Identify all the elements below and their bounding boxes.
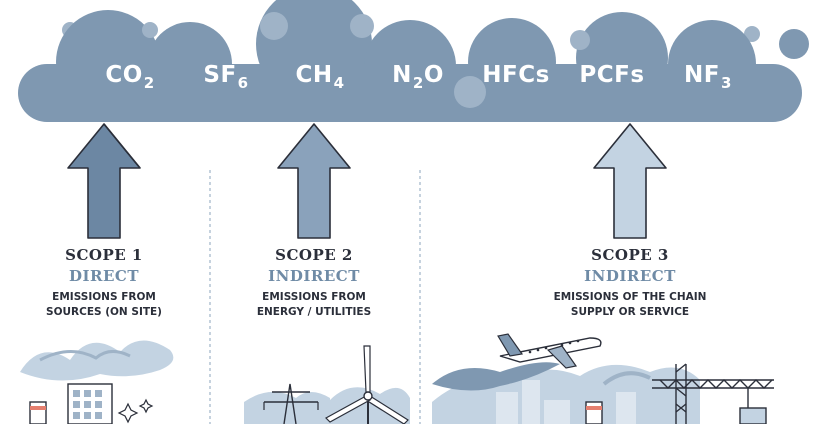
gas-label-co2: CO2: [105, 62, 154, 92]
scope-title: SCOPE 3: [591, 246, 669, 264]
gas-symbol: CH: [295, 62, 333, 88]
gas-symbol: PCFs: [579, 62, 645, 88]
scope-title: SCOPE 1: [65, 246, 143, 264]
gas-symbol: NF: [684, 62, 721, 88]
scope-description-line: SUPPLY OR SERVICE: [570, 306, 690, 318]
gas-label-sf6: SF6: [203, 62, 248, 92]
gas-subscript: 3: [721, 74, 732, 92]
gas-symbol: CO: [105, 62, 143, 88]
emissions-cloud: [18, 0, 809, 122]
gas-label-pcfs: PCFs: [579, 62, 644, 88]
airplane-icon: [432, 333, 602, 391]
gas-label-ch4: CH4: [295, 62, 344, 92]
gas-subscript: 6: [237, 74, 249, 92]
factory-icon: [20, 340, 174, 424]
scope-description-line: SOURCES (ON SITE): [46, 306, 162, 318]
scope-description: EMISSIONS OF THE CHAIN SUPPLY OR SERVICE: [520, 290, 740, 320]
scope-description-line: ENERGY / UTILITIES: [256, 306, 372, 318]
gas-symbol: N: [392, 62, 412, 88]
gas-label-n2o: N2O: [392, 62, 444, 92]
scope-3-caption: SCOPE 3 INDIRECT EMISSIONS OF THE CHAIN …: [520, 246, 740, 320]
power-pylon-icon: [244, 383, 330, 424]
city-skyline-icon: [432, 364, 700, 424]
gas-symbol: SF: [203, 62, 237, 88]
scope-kind: INDIRECT: [268, 267, 360, 285]
scope-description-line: EMISSIONS FROM: [262, 291, 366, 303]
gas-subscript: 4: [333, 74, 345, 92]
gas-subscript: 2: [143, 74, 155, 92]
scope-description-line: EMISSIONS OF THE CHAIN: [553, 291, 707, 303]
gas-subscript: 2: [412, 74, 424, 92]
scope-title: SCOPE 2: [275, 246, 353, 264]
scope-description: EMISSIONS FROM SOURCES (ON SITE): [0, 290, 214, 320]
scope-description-line: EMISSIONS FROM: [52, 291, 156, 303]
scope2-arrow-icon: [277, 123, 351, 239]
scope-description: EMISSIONS FROM ENERGY / UTILITIES: [204, 290, 424, 320]
scope-kind: DIRECT: [68, 267, 140, 285]
scope-kind: INDIRECT: [584, 267, 676, 285]
gas-label-nf3: NF3: [684, 62, 732, 92]
wind-turbine-icon: [325, 345, 410, 424]
gas-symbol: HFCs: [482, 62, 550, 88]
gas-symbol-tail: O: [423, 62, 444, 88]
scope3-arrow-icon: [593, 123, 667, 239]
sparkle-icon: [117, 398, 154, 424]
scope-2-caption: SCOPE 2 INDIRECT EMISSIONS FROM ENERGY /…: [204, 246, 424, 320]
scope1-arrow-icon: [67, 123, 141, 239]
scope-1-caption: SCOPE 1 DIRECT EMISSIONS FROM SOURCES (O…: [0, 246, 214, 320]
crane-icon: [652, 363, 774, 424]
gas-label-hfcs: HFCs: [482, 62, 550, 88]
